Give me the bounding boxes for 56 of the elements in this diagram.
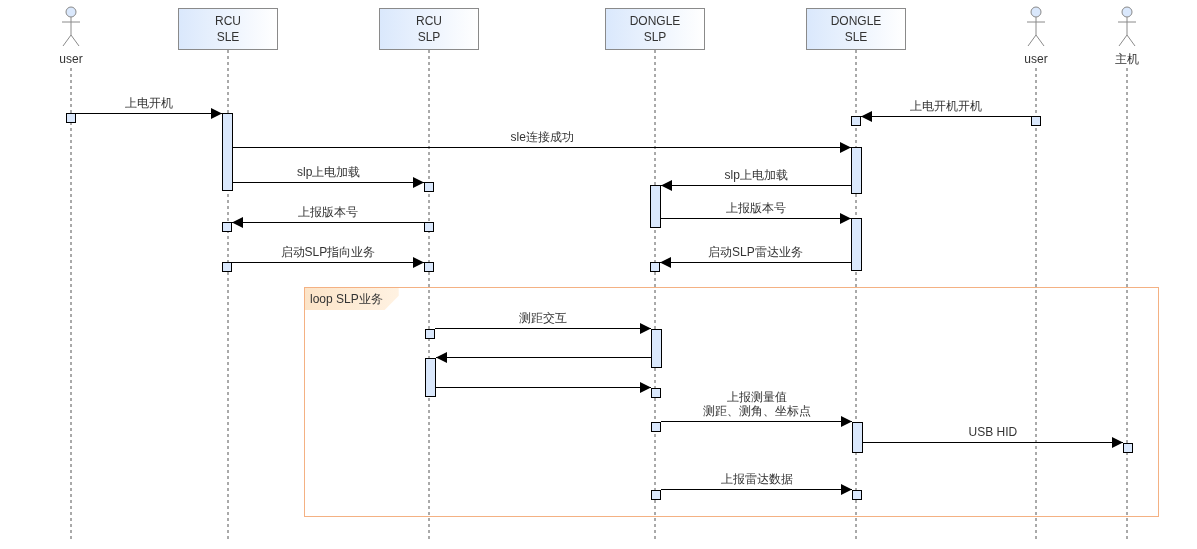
activation-bar — [650, 185, 661, 228]
edge-label: 上电开机开机 — [909, 99, 983, 113]
message-arrow — [660, 213, 852, 224]
edge-label: 启动SLP雷达业务 — [707, 245, 804, 259]
loop-label: loop SLP业务 — [305, 288, 399, 310]
message-arrow — [660, 416, 853, 427]
message-arrow — [232, 142, 852, 153]
message-arrow — [434, 323, 652, 334]
activation-box — [222, 262, 232, 272]
activation-box — [1031, 116, 1041, 126]
edge-label: 上报版本号 — [297, 205, 359, 219]
edge-label: USB HID — [967, 425, 1019, 439]
message-arrow — [435, 382, 652, 393]
message-arrow — [231, 217, 425, 228]
message-arrow — [660, 180, 852, 191]
activation-box — [424, 262, 434, 272]
edge-label: slp上电加载 — [723, 168, 789, 182]
activation-bar — [651, 329, 662, 368]
activation-box — [650, 262, 660, 272]
message-arrow — [860, 111, 1032, 122]
activation-box — [425, 329, 435, 339]
activation-bar — [852, 422, 863, 453]
message-arrow — [660, 484, 853, 495]
activation-box — [651, 422, 661, 432]
activation-bar — [851, 218, 862, 271]
edge-label: sle连接成功 — [509, 130, 575, 144]
message-arrow — [659, 257, 852, 268]
activation-box — [424, 222, 434, 232]
participant-box: DONGLE SLP — [605, 8, 705, 50]
activation-box — [424, 182, 434, 192]
edge-label: 上报雷达数据 — [719, 472, 794, 486]
activation-bar — [425, 358, 436, 397]
activation-bar — [222, 113, 233, 191]
edge-label: 上报测量值测距、测角、坐标点 — [701, 390, 812, 418]
activation-box — [66, 113, 76, 123]
loop-frame — [304, 287, 1159, 517]
activation-box — [851, 116, 861, 126]
message-arrow — [435, 352, 652, 363]
activation-box — [651, 490, 661, 500]
message-arrow — [75, 108, 223, 119]
participant-box: RCU SLE — [178, 8, 278, 50]
participant-box: DONGLE SLE — [806, 8, 906, 50]
activation-box — [651, 388, 661, 398]
message-arrow — [862, 437, 1124, 448]
edge-label: 启动SLP指向业务 — [279, 245, 377, 259]
edge-label: 上报版本号 — [725, 201, 787, 215]
message-arrow — [232, 177, 425, 188]
edge-label: slp上电加载 — [296, 165, 362, 179]
edge-label: 测距交互 — [518, 311, 568, 325]
edge-label: 上电开机 — [124, 96, 174, 110]
participant-box: RCU SLP — [379, 8, 479, 50]
activation-box — [852, 490, 862, 500]
message-arrow — [231, 257, 425, 268]
activation-bar — [851, 147, 862, 194]
activation-box — [1123, 443, 1133, 453]
activation-box — [222, 222, 232, 232]
